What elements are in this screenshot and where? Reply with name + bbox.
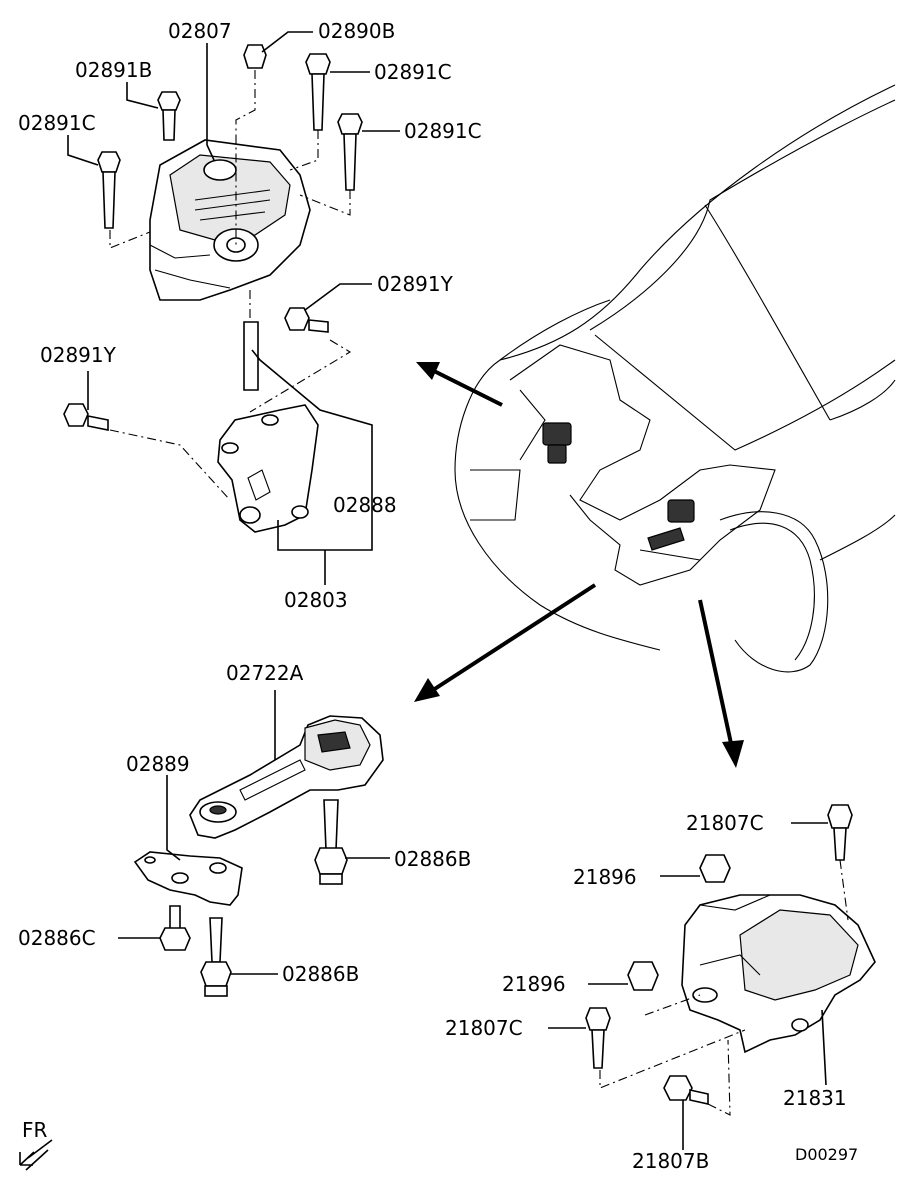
bracket-02888 — [217, 404, 319, 533]
front-direction-arrow-icon — [19, 1139, 53, 1171]
diagram-code: D00297 — [795, 1145, 858, 1164]
torque-rod-02722A — [189, 715, 384, 839]
leader-lines — [67, 31, 828, 1150]
callout-02891C-c: 02891C — [404, 119, 482, 143]
callout-21831: 21831 — [783, 1086, 847, 1110]
bolts-02891Y — [63, 307, 329, 431]
callout-21896-b: 21896 — [502, 972, 566, 996]
pointer-arrows — [414, 362, 744, 768]
callout-02890B: 02890B — [318, 19, 395, 43]
callout-02807: 02807 — [168, 19, 232, 43]
engine-mount-21831 — [681, 894, 876, 1054]
bolts-middle — [159, 799, 348, 997]
bolts-upper — [97, 44, 363, 391]
vehicle-outline — [454, 84, 896, 673]
dashed-guides-lower-right — [599, 859, 849, 1116]
callout-02889: 02889 — [126, 752, 190, 776]
callout-02891Y-a: 02891Y — [377, 272, 454, 296]
vehicle-mount-markers — [542, 422, 695, 551]
callout-02886C: 02886C — [18, 926, 96, 950]
callout-02891C-b: 02891C — [18, 111, 96, 135]
callout-21896-a: 21896 — [573, 865, 637, 889]
callout-21807C-a: 21807C — [686, 811, 764, 835]
callout-02888: 02888 — [333, 493, 397, 517]
callout-labels: 02807 02890B 02891B 02891C 02891C 02891C… — [18, 19, 858, 1173]
callout-02722A: 02722A — [226, 661, 304, 685]
callout-21807C-b: 21807C — [445, 1016, 523, 1040]
callout-02886B-a: 02886B — [394, 847, 471, 871]
callout-02886B-b: 02886B — [282, 962, 359, 986]
callout-02803: 02803 — [284, 588, 348, 612]
engine-mount-upper — [149, 139, 311, 301]
dashed-guides-upper — [109, 70, 352, 501]
callout-02891Y-b: 02891Y — [40, 343, 117, 367]
callout-21807B: 21807B — [632, 1149, 709, 1173]
bracket-02889 — [133, 851, 243, 906]
direction-label: FR — [22, 1118, 48, 1142]
callout-02891B: 02891B — [75, 58, 152, 82]
callout-02891C-a: 02891C — [374, 60, 452, 84]
